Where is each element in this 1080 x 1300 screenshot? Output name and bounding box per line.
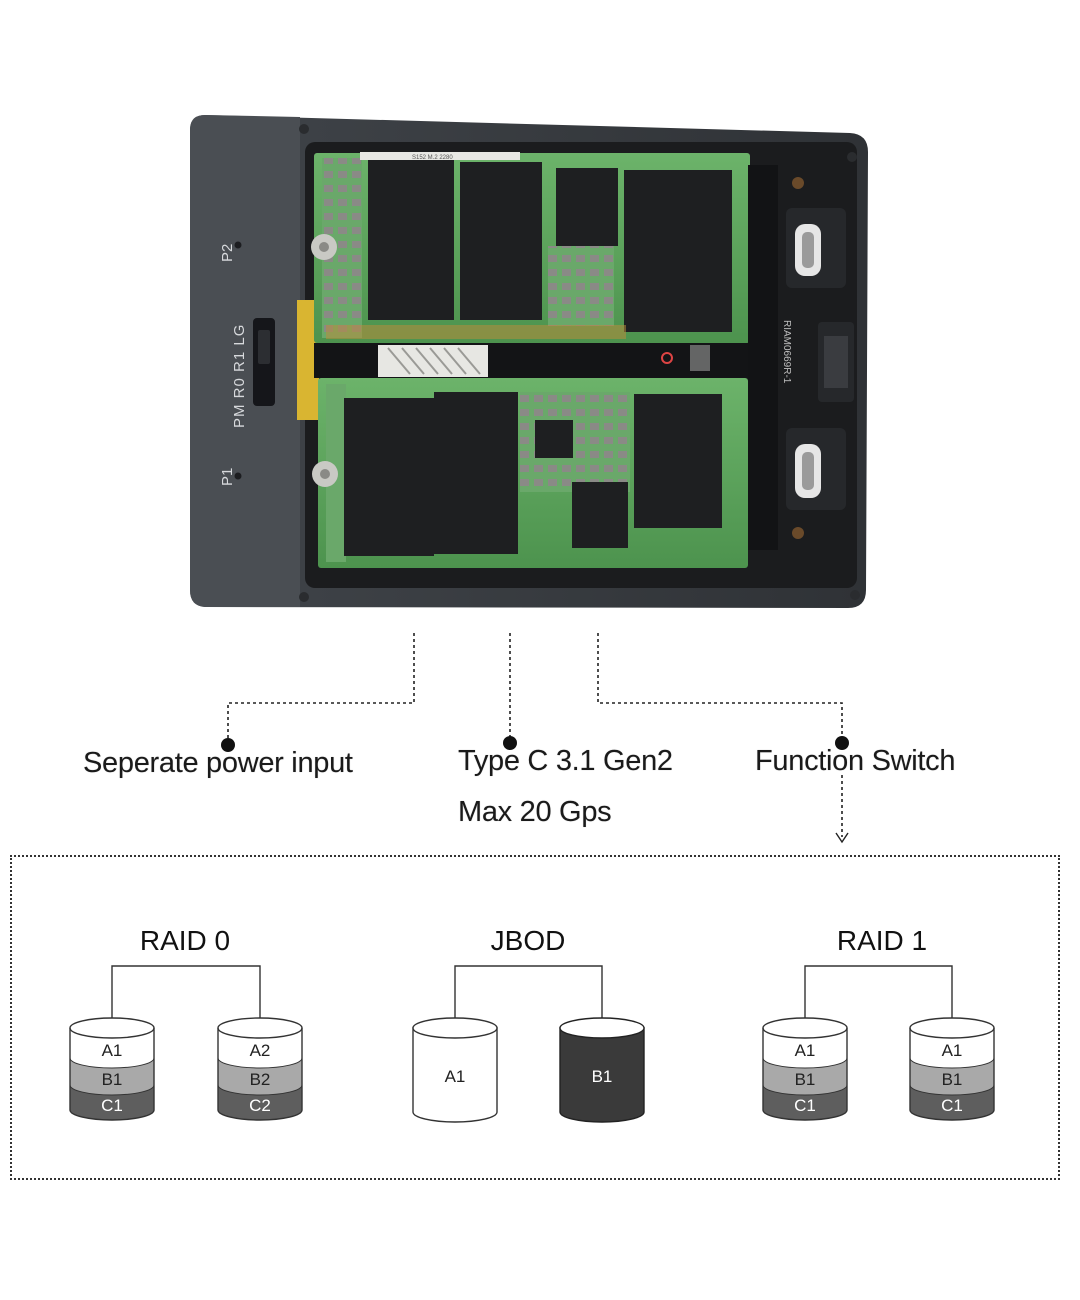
- mode-labels: PM R0 R1 LG: [231, 324, 248, 428]
- p2-led: [234, 241, 242, 249]
- jbod-d2-label: B1: [592, 1067, 613, 1086]
- mode-switch[interactable]: [253, 318, 275, 406]
- p2-label: P2: [219, 244, 236, 262]
- raid1-d2-l3: C1: [941, 1096, 963, 1115]
- jbod-disk-1: A1: [412, 1017, 498, 1123]
- yellow-tape: [297, 300, 319, 420]
- raid0-d1-l1: A1: [102, 1041, 123, 1060]
- raid1-d1-l2: B1: [795, 1070, 816, 1089]
- raid0-title: RAID 0: [139, 925, 231, 956]
- raid0-disk-1: A1 B1 C1: [69, 1017, 155, 1121]
- raid1-d2-l1: A1: [942, 1041, 963, 1060]
- p1-label: P1: [219, 468, 236, 486]
- arrow-down-icon: [835, 832, 849, 844]
- raid0-d2-l3: C2: [249, 1096, 271, 1115]
- typec-label-line1: Type C 3.1 Gen2: [458, 745, 673, 777]
- switch-dot: [835, 736, 849, 750]
- ssd-top: S152 M.2 2280: [311, 152, 750, 343]
- callout-lines: [221, 633, 849, 844]
- p1-led: [234, 472, 242, 480]
- power-dot: [221, 738, 235, 752]
- raid0-d2-l1: A2: [250, 1041, 271, 1060]
- raid0-disk-2: A2 B2 C2: [217, 1017, 303, 1121]
- power-port[interactable]: [818, 322, 854, 402]
- power-input-label: Seperate power input: [83, 747, 353, 779]
- typec-label-line2: Max 20 Gps: [458, 796, 612, 828]
- usb-c-port-bottom[interactable]: [786, 428, 846, 510]
- usb-c-port-top[interactable]: [786, 208, 846, 288]
- raid1-d1-l3: C1: [794, 1096, 816, 1115]
- raid1-title: RAID 1: [836, 925, 928, 956]
- function-switch-label: Function Switch: [755, 745, 956, 777]
- raid1-d1-l1: A1: [795, 1041, 816, 1060]
- ssd-bottom: [312, 378, 748, 568]
- jbod-title: JBOD: [490, 925, 566, 956]
- board-label: RIAM0669R-1: [781, 320, 792, 384]
- top-ssd-label: S152 M.2 2280: [412, 155, 453, 161]
- raid1-disk-2: A1 B1 C1: [909, 1017, 995, 1121]
- enclosure-illustration: P2 PM R0 R1 LG P1 S152 M.2 2280: [190, 115, 868, 608]
- raid-diagrams: A1 B1 C1 A2 B2 C2 A1 B1 A1 B1 C1: [69, 965, 995, 1123]
- jbod-d1-label: A1: [445, 1067, 466, 1086]
- raid1-disk-1: A1 B1 C1: [762, 1017, 848, 1121]
- typec-dot: [503, 736, 517, 750]
- raid0-d1-l2: B1: [102, 1070, 123, 1089]
- jbod-disk-2: B1: [559, 1017, 645, 1123]
- raid0-d1-l3: C1: [101, 1096, 123, 1115]
- raid1-d2-l2: B1: [942, 1070, 963, 1089]
- raid-modes-panel: [10, 855, 1060, 1180]
- raid0-d2-l2: B2: [250, 1070, 271, 1089]
